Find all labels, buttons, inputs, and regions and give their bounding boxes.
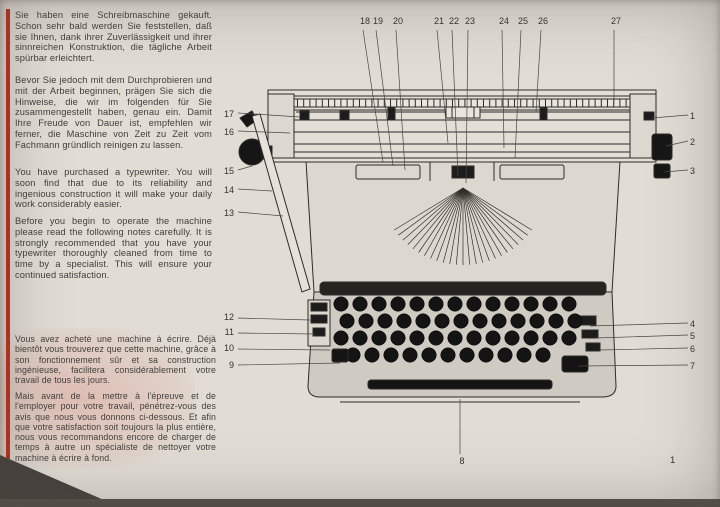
ribbon-guide: [451, 165, 475, 179]
callout-1: 1: [690, 111, 696, 121]
carriage-release: [643, 111, 655, 121]
callout-12: 12: [223, 312, 234, 322]
paragraph-german-2: Bevor Sie jedoch mit dem Durchprobieren …: [15, 75, 212, 150]
carriage: [267, 89, 657, 163]
paper-support-lever: [251, 113, 311, 293]
left-lever-3: [312, 327, 326, 337]
bail-clip-right: [539, 107, 548, 121]
margin-stop-left: [299, 110, 310, 121]
left-lever-2: [310, 314, 328, 324]
paragraph-english-1: You have purchased a typewriter. You wil…: [15, 167, 212, 210]
left-lever-1: [310, 302, 328, 312]
paragraph-english-2: Before you begin to operate the machine …: [15, 216, 212, 280]
keyboard-keys: [333, 296, 583, 363]
callout-15: 15: [223, 166, 234, 176]
pink-tint-region: [0, 328, 195, 468]
callout-10: 10: [223, 343, 234, 353]
typebar-fan: [394, 187, 532, 265]
callout-8: 8: [459, 456, 465, 466]
callout-23: 23: [464, 16, 475, 26]
callout-24: 24: [498, 16, 509, 26]
bail-clip-left: [387, 107, 396, 121]
red-edge-stripe: [6, 9, 10, 459]
leader-lines: [237, 29, 689, 454]
ribbon-cover-left: [355, 164, 421, 180]
ribbon-cover-right: [499, 164, 565, 180]
card-guide: [445, 106, 481, 119]
callout-5: 5: [690, 331, 696, 341]
platen-knob-right: [651, 133, 673, 161]
callout-22: 22: [448, 16, 459, 26]
callout-2: 2: [690, 137, 696, 147]
shift-key: [331, 348, 349, 363]
callout-6: 6: [690, 344, 696, 354]
key-slot-band: [319, 281, 607, 296]
margin-stop-right: [339, 110, 350, 121]
callout-20: 20: [392, 16, 403, 26]
callout-16: 16: [223, 127, 234, 137]
space-bar: [367, 379, 553, 390]
callout-9: 9: [228, 360, 234, 370]
variable-knob-right: [653, 163, 671, 179]
right-lever-3: [585, 342, 601, 352]
callout-7: 7: [690, 361, 696, 371]
page-number: 1: [670, 455, 676, 466]
paragraph-german-1: Sie haben eine Schreibmaschine gekauft. …: [15, 10, 212, 64]
callout-27: 27: [610, 16, 621, 26]
callout-11: 11: [224, 327, 234, 337]
callout-26: 26: [537, 16, 548, 26]
callout-17: 17: [223, 109, 234, 119]
callout-14: 14: [223, 185, 234, 195]
right-lever-2: [581, 329, 599, 339]
callout-19: 19: [372, 16, 383, 26]
tab-key: [561, 355, 589, 373]
callout-18: 18: [359, 16, 370, 26]
callout-13: 13: [223, 208, 234, 218]
callout-21: 21: [433, 16, 444, 26]
paragraph-french-2: Mais avant de la mettre à l'épreuve et d…: [15, 391, 216, 463]
callout-3: 3: [690, 166, 696, 176]
callout-25: 25: [517, 16, 528, 26]
scan-bottom-edge: [0, 499, 720, 507]
paragraph-french-1: Vous avez acheté une machine à écrire. D…: [15, 334, 216, 386]
callout-4: 4: [690, 319, 696, 329]
